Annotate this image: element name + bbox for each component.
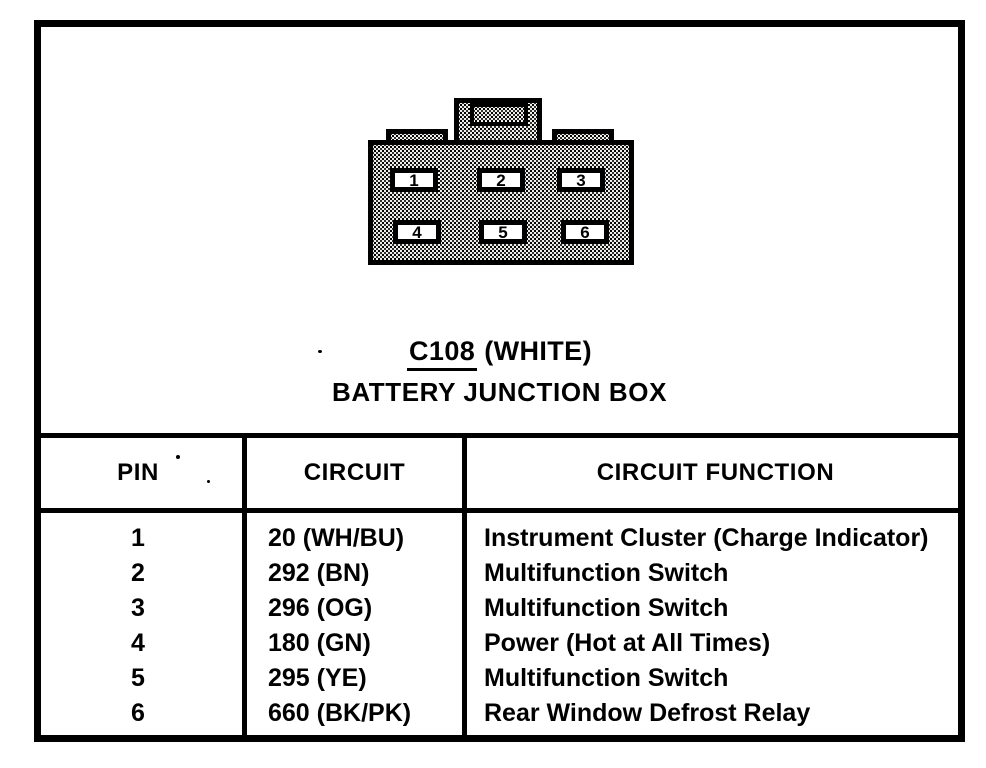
circuit-function-cell: Multifunction Switch (484, 559, 729, 587)
table-row: 4 180 (GN) Power (Hot at All Times) (34, 626, 965, 661)
pin-cavity-2: 2 (477, 168, 525, 192)
pin-cell: 3 (131, 594, 145, 622)
table-column-rule-1 (242, 433, 247, 742)
circuit-cell: 20 (WH/BU) (268, 524, 405, 552)
connector-title: C108(WHITE) (34, 336, 965, 371)
column-header-circuit-function: CIRCUIT FUNCTION (596, 459, 835, 486)
pin-cavity-5: 5 (479, 220, 527, 244)
pin-number: 2 (496, 170, 506, 190)
pin-number: 4 (412, 222, 422, 242)
circuit-function-cell: Instrument Cluster (Charge Indicator) (484, 524, 929, 552)
table-column-rule-2 (462, 433, 467, 742)
connector-id: C108 (407, 336, 478, 371)
connector-latch-slot (470, 103, 528, 126)
circuit-function-cell: Rear Window Defrost Relay (484, 699, 811, 727)
circuit-function-cell: Multifunction Switch (484, 594, 729, 622)
pin-cell: 4 (131, 629, 145, 657)
circuit-function-cell: Multifunction Switch (484, 664, 729, 692)
circuit-cell: 295 (YE) (268, 664, 367, 692)
pinout-table-body: 1 20 (WH/BU) Instrument Cluster (Charge … (34, 521, 965, 731)
pin-cell: 2 (131, 559, 145, 587)
photocopy-speck (207, 480, 210, 483)
circuit-cell: 660 (BK/PK) (268, 699, 412, 727)
circuit-cell: 296 (OG) (268, 594, 373, 622)
circuit-cell: 180 (GN) (268, 629, 371, 657)
pin-cavity-3: 3 (557, 168, 605, 192)
column-header-pin: PIN (117, 459, 159, 486)
pin-number: 5 (498, 222, 508, 242)
photocopy-speck (176, 455, 180, 459)
table-row: 1 20 (WH/BU) Instrument Cluster (Charge … (34, 521, 965, 556)
pin-cavity-4: 4 (393, 220, 441, 244)
table-header-rule (34, 508, 965, 513)
table-row: 5 295 (YE) Multifunction Switch (34, 661, 965, 696)
pin-cell: 6 (131, 699, 145, 727)
pin-cavity-1: 1 (390, 168, 438, 192)
connector-color-note: (WHITE) (484, 336, 592, 366)
column-header-circuit: CIRCUIT (303, 459, 406, 486)
photocopy-speck (318, 350, 322, 353)
pin-cell: 5 (131, 664, 145, 692)
pin-number: 3 (576, 170, 586, 190)
pin-cell: 1 (131, 524, 145, 552)
pin-number: 6 (580, 222, 590, 242)
connector-subtitle: BATTERY JUNCTION BOX (331, 377, 668, 407)
pin-number: 1 (409, 170, 419, 190)
table-top-rule (34, 433, 965, 438)
table-row: 6 660 (BK/PK) Rear Window Defrost Relay (34, 696, 965, 731)
table-row: 3 296 (OG) Multifunction Switch (34, 591, 965, 626)
circuit-function-cell: Power (Hot at All Times) (484, 629, 771, 657)
pin-cavity-6: 6 (561, 220, 609, 244)
connector-body (368, 140, 634, 265)
circuit-cell: 292 (BN) (268, 559, 370, 587)
table-row: 2 292 (BN) Multifunction Switch (34, 556, 965, 591)
